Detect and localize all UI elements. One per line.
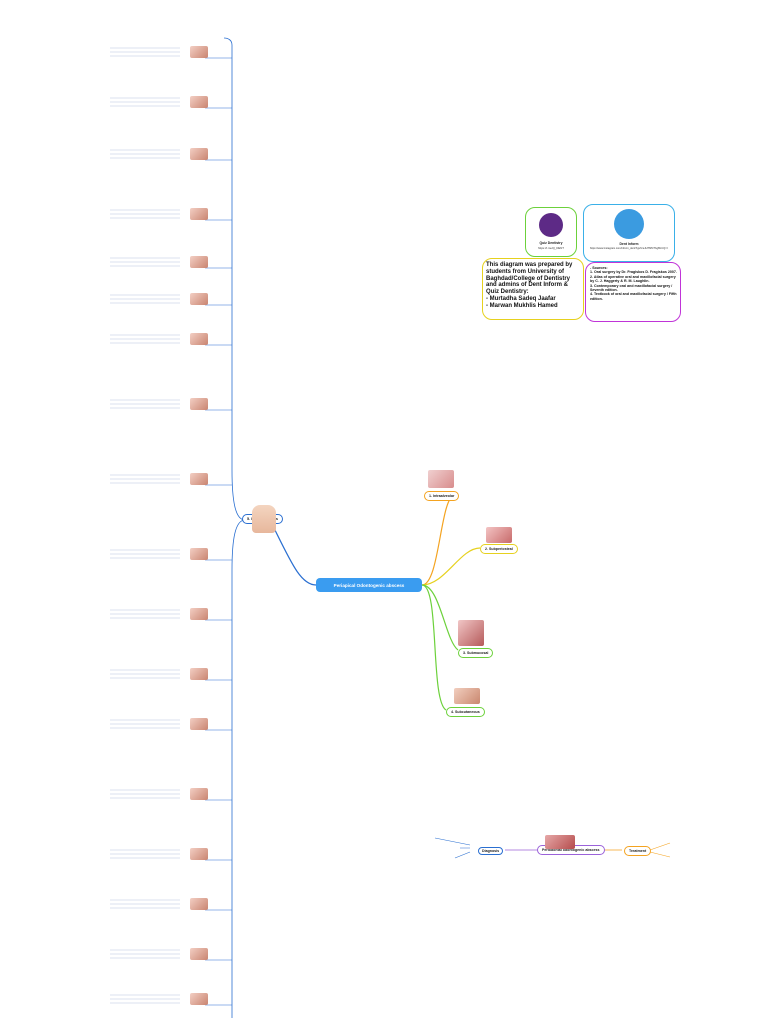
topic-thumbnail — [190, 473, 208, 485]
subperiosteal-thumb — [486, 527, 512, 543]
topic-thumbnail — [190, 668, 208, 680]
quiz-dentistry-link[interactable]: https://t.me/Q_DENT — [538, 246, 564, 250]
quiz-dentistry-box[interactable]: Quiz Dentistry https://t.me/Q_DENT — [525, 207, 577, 257]
credits-box — [482, 258, 584, 320]
topic-thumbnail — [190, 208, 208, 220]
subcutaneous-node[interactable]: 4. Subcutaneous — [446, 707, 485, 717]
sources-list: - Sources: 1. Oral surgery by Dr. Fragis… — [590, 266, 678, 301]
topic-thumbnail — [190, 293, 208, 305]
topic-thumbnail — [190, 548, 208, 560]
periodontal-treatment-node[interactable]: Treatment — [624, 846, 652, 856]
sources-title: - Sources: — [590, 266, 608, 270]
periodontal-thumb — [545, 835, 575, 849]
topic-thumbnail — [190, 848, 208, 860]
quiz-dentistry-logo — [539, 213, 563, 237]
central-topic[interactable]: Periapical Odontogenic abscess — [316, 578, 422, 592]
topic-thumbnail — [190, 718, 208, 730]
topic-thumbnail — [190, 148, 208, 160]
submucosal-node[interactable]: 3. Submucosal — [458, 648, 494, 658]
topic-thumbnail — [190, 993, 208, 1005]
subperiosteal-node[interactable]: 2. Subperiosteal — [480, 544, 518, 554]
topic-thumbnail — [190, 398, 208, 410]
quiz-dentistry-label: Quiz Dentistry — [539, 241, 563, 245]
dent-inform-box[interactable]: Dent Inform https://www.instagram.com/in… — [583, 204, 675, 262]
sources-box — [585, 262, 681, 322]
topic-thumbnail — [190, 46, 208, 58]
topic-thumbnail — [190, 256, 208, 268]
source-item: 1. Oral surgery by Dr. Fragiskos D. Frag… — [590, 270, 677, 275]
topic-thumbnail — [190, 788, 208, 800]
intraalveolar-thumb — [428, 470, 454, 488]
dent-inform-logo — [614, 209, 644, 239]
diagnosis-node[interactable]: Diagnosis — [478, 847, 504, 855]
credits-text: This diagram was prepared by students fr… — [486, 262, 573, 309]
face-illustration-thumb — [252, 505, 276, 533]
topic-thumbnail — [190, 96, 208, 108]
subcutaneous-thumb — [454, 688, 480, 704]
source-item: 3. Contemporary oral and maxillofacial s… — [590, 283, 673, 293]
dent-inform-link[interactable]: https://www.instagram.com/inform_dent?ig… — [589, 247, 669, 250]
dent-inform-label: Dent Inform — [619, 242, 639, 246]
topic-thumbnail — [190, 898, 208, 910]
topic-thumbnail — [190, 333, 208, 345]
topic-thumbnail — [190, 608, 208, 620]
submucosal-thumb — [458, 620, 484, 646]
source-item: 2. Atlas of operative oral and maxillofa… — [590, 274, 676, 284]
source-item: 4. Textbook of oral and maxillofacial su… — [590, 292, 677, 301]
topic-thumbnail — [190, 948, 208, 960]
intraalveolar-node[interactable]: 1. Intraalveolar — [424, 491, 460, 501]
